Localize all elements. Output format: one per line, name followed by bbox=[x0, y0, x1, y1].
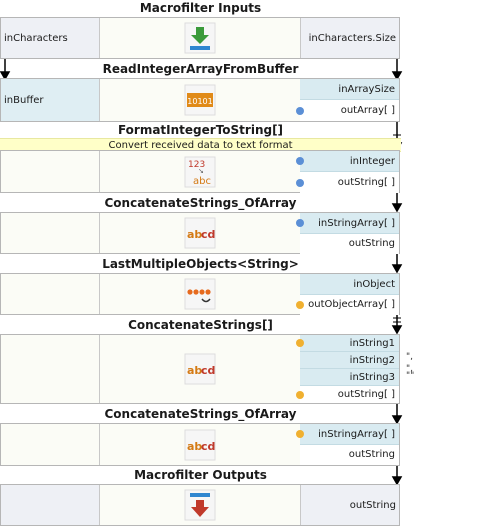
port-dot-icon bbox=[296, 339, 304, 347]
port-dot-icon bbox=[296, 178, 304, 187]
format-integer-title: FormatIntegerToString[] bbox=[117, 123, 284, 137]
port-out-string[interactable]: outString bbox=[300, 445, 399, 465]
concatenate-array-block-2[interactable]: ab cd inStringArray[ ] outString bbox=[0, 423, 400, 466]
svg-text:cd: cd bbox=[201, 228, 215, 241]
constant-value[interactable]: ", bbox=[406, 352, 414, 362]
concatenate-array-block[interactable]: ab cd inStringArray[ ] outString bbox=[0, 212, 400, 254]
macrofilter-outputs-title: Macrofilter Outputs bbox=[134, 468, 267, 482]
port-dot-icon bbox=[296, 390, 304, 399]
port-in-string3[interactable]: inString3 bbox=[300, 369, 399, 386]
port-label: outString bbox=[348, 238, 395, 249]
port-label: outString[ ] bbox=[337, 177, 395, 188]
text-concat-icon: ab cd bbox=[184, 217, 216, 249]
read-integer-array-block[interactable]: inBuffer 10101 inArraySize outArray[ ] bbox=[0, 78, 400, 122]
svg-text:123: 123 bbox=[188, 160, 205, 170]
port-out-string[interactable]: outString[ ] bbox=[296, 172, 399, 193]
svg-text:abc: abc bbox=[193, 176, 211, 187]
svg-text:10101: 10101 bbox=[187, 97, 212, 106]
port-label: inString1 bbox=[349, 338, 395, 349]
port-label: inStringArray[ ] bbox=[318, 218, 395, 229]
port-out-array[interactable]: outArray[ ] bbox=[296, 100, 399, 121]
port-out-string-array[interactable]: outString[ ] bbox=[296, 386, 399, 403]
in-buffer-cell[interactable]: inBuffer bbox=[1, 79, 100, 121]
binary-data-icon: 10101 bbox=[184, 84, 216, 116]
port-dot-icon bbox=[296, 106, 304, 115]
port-dot-icon bbox=[296, 157, 304, 165]
macrofilter-inputs-block[interactable]: inCharacters inCharacters.Size bbox=[0, 17, 400, 59]
port-label: outArray[ ] bbox=[340, 105, 395, 116]
input-size-cell[interactable]: inCharacters.Size bbox=[300, 18, 399, 58]
port-in-array-size[interactable]: inArraySize bbox=[300, 79, 399, 100]
macrofilter-inputs-title: Macrofilter Inputs bbox=[139, 1, 262, 15]
port-label: inObject bbox=[353, 279, 395, 290]
constant-value[interactable]: ", bbox=[406, 364, 414, 374]
svg-text:cd: cd bbox=[201, 364, 215, 377]
empty-cell bbox=[1, 485, 100, 525]
empty-cell bbox=[1, 335, 100, 403]
concatenate-array-title-2: ConcatenateStrings_OfArray bbox=[104, 407, 297, 421]
format-integer-block[interactable]: 123 ↘ abc inInteger outString[ ] bbox=[0, 150, 400, 193]
empty-cell bbox=[1, 213, 100, 253]
port-label: outObjectArray[ ] bbox=[308, 299, 395, 310]
port-label: outString bbox=[348, 449, 395, 460]
svg-text:ab: ab bbox=[187, 364, 202, 377]
port-in-integer[interactable]: inInteger bbox=[296, 151, 399, 172]
text-concat-icon: ab cd bbox=[184, 429, 216, 460]
port-label: inArraySize bbox=[338, 84, 395, 95]
port-dot-icon bbox=[296, 219, 304, 227]
concatenate-array-title: ConcatenateStrings_OfArray bbox=[104, 196, 297, 210]
port-label: inInteger bbox=[349, 156, 395, 167]
last-multiple-objects-block[interactable]: inObject outObjectArray[ ] bbox=[0, 273, 400, 315]
output-cell[interactable]: outString bbox=[300, 485, 399, 525]
read-integer-array-title: ReadIntegerArrayFromBuffer bbox=[102, 62, 299, 76]
upload-arrow-icon bbox=[184, 489, 216, 521]
port-in-string-array[interactable]: inStringArray[ ] bbox=[296, 424, 399, 445]
download-arrow-icon bbox=[184, 22, 216, 54]
macrofilter-outputs-block[interactable]: outString bbox=[0, 484, 400, 526]
port-out-object-array[interactable]: outObjectArray[ ] bbox=[296, 295, 399, 315]
svg-text:ab: ab bbox=[187, 440, 202, 453]
last-multiple-objects-title: LastMultipleObjects<String> bbox=[102, 257, 299, 271]
empty-cell bbox=[1, 151, 100, 192]
constant-value[interactable]: "" bbox=[406, 371, 415, 381]
port-label: inStringArray[ ] bbox=[318, 429, 395, 440]
input-port-cell[interactable]: inCharacters bbox=[1, 18, 100, 58]
multiple-objects-icon bbox=[184, 278, 216, 310]
port-label: outString[ ] bbox=[337, 389, 395, 400]
in-buffer-label: inBuffer bbox=[4, 95, 44, 106]
number-to-text-icon: 123 ↘ abc bbox=[184, 156, 216, 187]
concatenate-strings-block[interactable]: ab cd inString1 inString2 inString3 outS… bbox=[0, 334, 400, 404]
in-characters-label: inCharacters bbox=[4, 33, 68, 44]
port-in-string2[interactable]: inString2 bbox=[300, 352, 399, 369]
empty-cell bbox=[1, 424, 100, 465]
empty-cell bbox=[1, 274, 100, 314]
in-characters-size-label: inCharacters.Size bbox=[308, 33, 396, 44]
svg-text:↘: ↘ bbox=[198, 167, 204, 175]
svg-text:ab: ab bbox=[187, 228, 202, 241]
svg-text:cd: cd bbox=[201, 440, 215, 453]
port-dot-icon bbox=[296, 430, 304, 438]
port-in-object[interactable]: inObject bbox=[300, 274, 399, 295]
concatenate-strings-title: ConcatenateStrings[] bbox=[128, 318, 273, 332]
port-dot-icon bbox=[296, 301, 304, 309]
port-in-string-array[interactable]: inStringArray[ ] bbox=[296, 213, 399, 234]
port-label: inString2 bbox=[349, 355, 395, 366]
port-label: inString3 bbox=[349, 372, 395, 383]
out-string-label: outString bbox=[349, 500, 396, 511]
port-out-string[interactable]: outString bbox=[300, 234, 399, 254]
port-in-string1[interactable]: inString1 bbox=[296, 335, 399, 352]
text-concat-icon: ab cd bbox=[184, 353, 216, 385]
